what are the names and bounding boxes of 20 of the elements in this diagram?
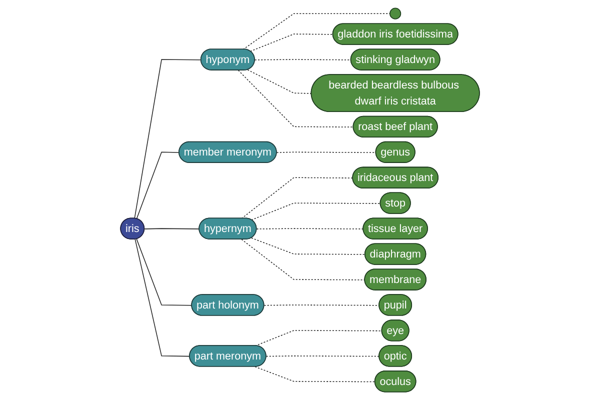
connector bbox=[276, 152, 376, 153]
connector bbox=[251, 238, 366, 255]
connector bbox=[256, 228, 364, 230]
connector bbox=[254, 366, 376, 382]
connector bbox=[254, 59, 352, 60]
connector bbox=[264, 304, 380, 306]
connector bbox=[241, 177, 354, 219]
connector bbox=[266, 356, 380, 357]
connector bbox=[250, 34, 334, 52]
connector bbox=[134, 238, 190, 357]
connector bbox=[238, 70, 354, 128]
connector bbox=[134, 59, 202, 219]
node-circle bbox=[390, 8, 402, 20]
connector bbox=[242, 13, 390, 50]
connector bbox=[241, 238, 366, 280]
connector bbox=[144, 228, 200, 230]
connector bbox=[251, 202, 381, 220]
connector bbox=[136, 152, 180, 220]
connector bbox=[136, 238, 192, 306]
connector bbox=[247, 69, 312, 94]
